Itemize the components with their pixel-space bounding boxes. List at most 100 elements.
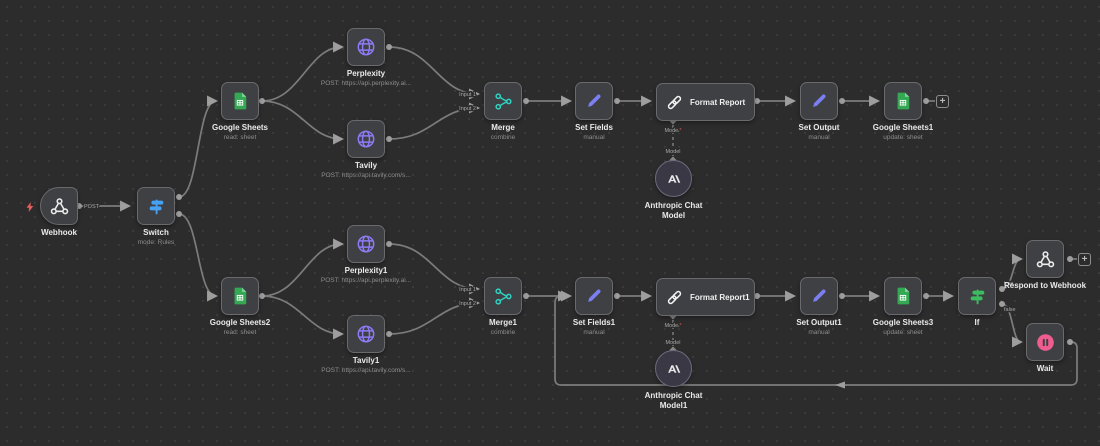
connection-google-sheets2-perplexity1[interactable] [261,238,345,297]
node-label: Set Fields1 [572,318,616,327]
node-box-switch[interactable] [137,187,175,225]
node-box-perplexity[interactable] [347,28,385,66]
sheets-icon [230,91,250,111]
node-sublabel: manual [808,134,830,141]
node-box-google-sheets1[interactable] [884,82,922,120]
node-sublabel: combine [490,329,516,336]
add-node-button-google-sheets1[interactable]: + [936,94,949,108]
format-report-model-label: Model* [664,128,682,134]
connection-tavily1-merge1[interactable] [388,297,481,335]
node-label: Set Output [798,123,840,132]
loop-arrow [835,381,845,389]
node-anthropic-chat-model: Anthropic Chat Model [645,160,702,220]
sheets-icon [893,91,913,111]
connection-switch-google-sheets2[interactable] [178,213,219,302]
merge-icon [493,91,514,112]
if-icon [967,286,988,307]
node-box-format-report[interactable]: Format Report [656,83,755,121]
format-report1-model-label: Model* [664,323,682,329]
node-format-report: Format Report [656,83,755,121]
node-box-google-sheets[interactable] [221,82,259,120]
node-box-if[interactable] [958,277,996,315]
node-box-set-output[interactable] [800,82,838,120]
node-box-respond-to-webhook[interactable] [1026,240,1064,278]
anthropic-icon [665,170,683,188]
node-sublabel: POST: https://api.tavily.com/s... [321,367,411,374]
pencil-icon [809,91,829,111]
node-label: Webhook [41,228,77,237]
node-box-merge1[interactable] [484,277,522,315]
node-box-wait[interactable] [1026,323,1064,361]
node-sublabel: manual [583,329,605,336]
node-box-google-sheets3[interactable] [884,277,922,315]
merge-input2-label: Input 2 [459,106,476,112]
connection-perplexity-merge[interactable] [388,46,481,100]
node-format-report1: Format Report1 [656,278,755,316]
node-label: Format Report1 [690,292,750,302]
anthropic-model-label: Model [666,149,681,155]
node-label: Google Sheets1 [872,123,934,132]
node-box-google-sheets2[interactable] [221,277,259,315]
node-box-anthropic-chat-model[interactable] [655,160,692,197]
sheets-icon [230,286,250,306]
node-respond-to-webhook: Respond to Webhook [1004,240,1086,290]
merge1-input1-label: Input 1 [459,287,476,293]
node-label: Google Sheets3 [872,318,934,327]
node-sublabel: read: sheet [223,329,257,336]
node-label: Respond to Webhook [1003,281,1087,290]
pause-icon [1035,332,1056,353]
node-label: Wait [1036,364,1054,373]
merge-icon [493,286,514,307]
node-label: Perplexity [346,69,386,78]
connection-switch-google-sheets[interactable] [178,95,219,198]
node-box-tavily[interactable] [347,120,385,158]
node-sublabel: POST: https://api.tavily.com/s... [321,172,411,179]
node-box-perplexity1[interactable] [347,225,385,263]
if-false-label: false [1004,307,1016,313]
pencil-icon [584,286,604,306]
add-node-button-respond[interactable]: + [1078,252,1091,266]
node-label: Tavily [354,161,378,170]
node-label: Anthropic Chat Model [644,201,703,220]
switch-icon [146,196,167,217]
node-label: Tavily1 [352,356,380,365]
node-sublabel: read: sheet [223,134,257,141]
link-icon [665,93,684,112]
node-sublabel: POST: https://api.perplexity.ai... [320,80,412,87]
node-box-set-fields[interactable] [575,82,613,120]
node-box-webhook[interactable] [40,187,78,225]
node-box-set-fields1[interactable] [575,277,613,315]
node-label: Switch [143,228,169,237]
connection-perplexity1-merge1[interactable] [388,243,481,295]
connection-google-sheets2-tavily1[interactable] [261,295,345,340]
node-google-sheets: Google Sheets read: sheet [212,82,268,141]
node-sublabel: mode: Rules [137,239,175,246]
pencil-icon [584,91,604,111]
sheets-icon [893,286,913,306]
node-box-set-output1[interactable] [800,277,838,315]
connection-google-sheets-perplexity[interactable] [261,41,345,102]
anthropic-icon [665,360,683,378]
node-box-tavily1[interactable] [347,315,385,353]
globe-icon [355,233,377,255]
node-box-merge[interactable] [484,82,522,120]
node-label: If [974,318,980,327]
connection-tavily-merge[interactable] [388,102,481,140]
connection-google-sheets-tavily[interactable] [261,100,345,145]
node-box-anthropic-chat-model1[interactable] [655,350,692,387]
node-label: Perplexity1 [344,266,388,275]
output-ports [76,44,1073,345]
node-set-fields1: Set Fields1 manual [573,277,615,336]
node-box-format-report1[interactable]: Format Report1 [656,278,755,316]
node-label: Google Sheets [211,123,269,132]
connection-wait-loop-set-fields1[interactable] [554,290,1078,386]
node-label: Set Output1 [796,318,842,327]
